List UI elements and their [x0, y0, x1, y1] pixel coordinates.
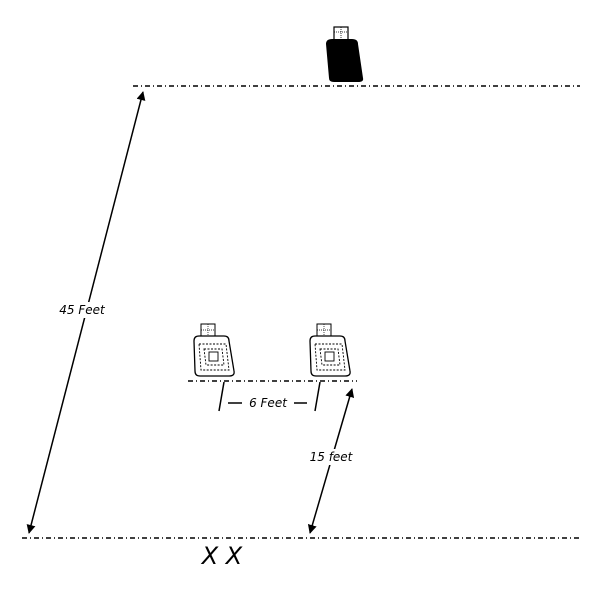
right-stand — [314, 381, 321, 412]
near-target-right — [309, 323, 351, 377]
far-target — [326, 26, 364, 82]
shooter-position-marks: X X — [200, 542, 243, 570]
left-stand — [218, 381, 225, 412]
near-distance-label: 15 feet — [310, 450, 354, 464]
target-spacing-label: 6 Feet — [249, 396, 288, 410]
far-distance-label: 45 Feet — [59, 303, 106, 317]
near-target-left — [193, 323, 235, 377]
